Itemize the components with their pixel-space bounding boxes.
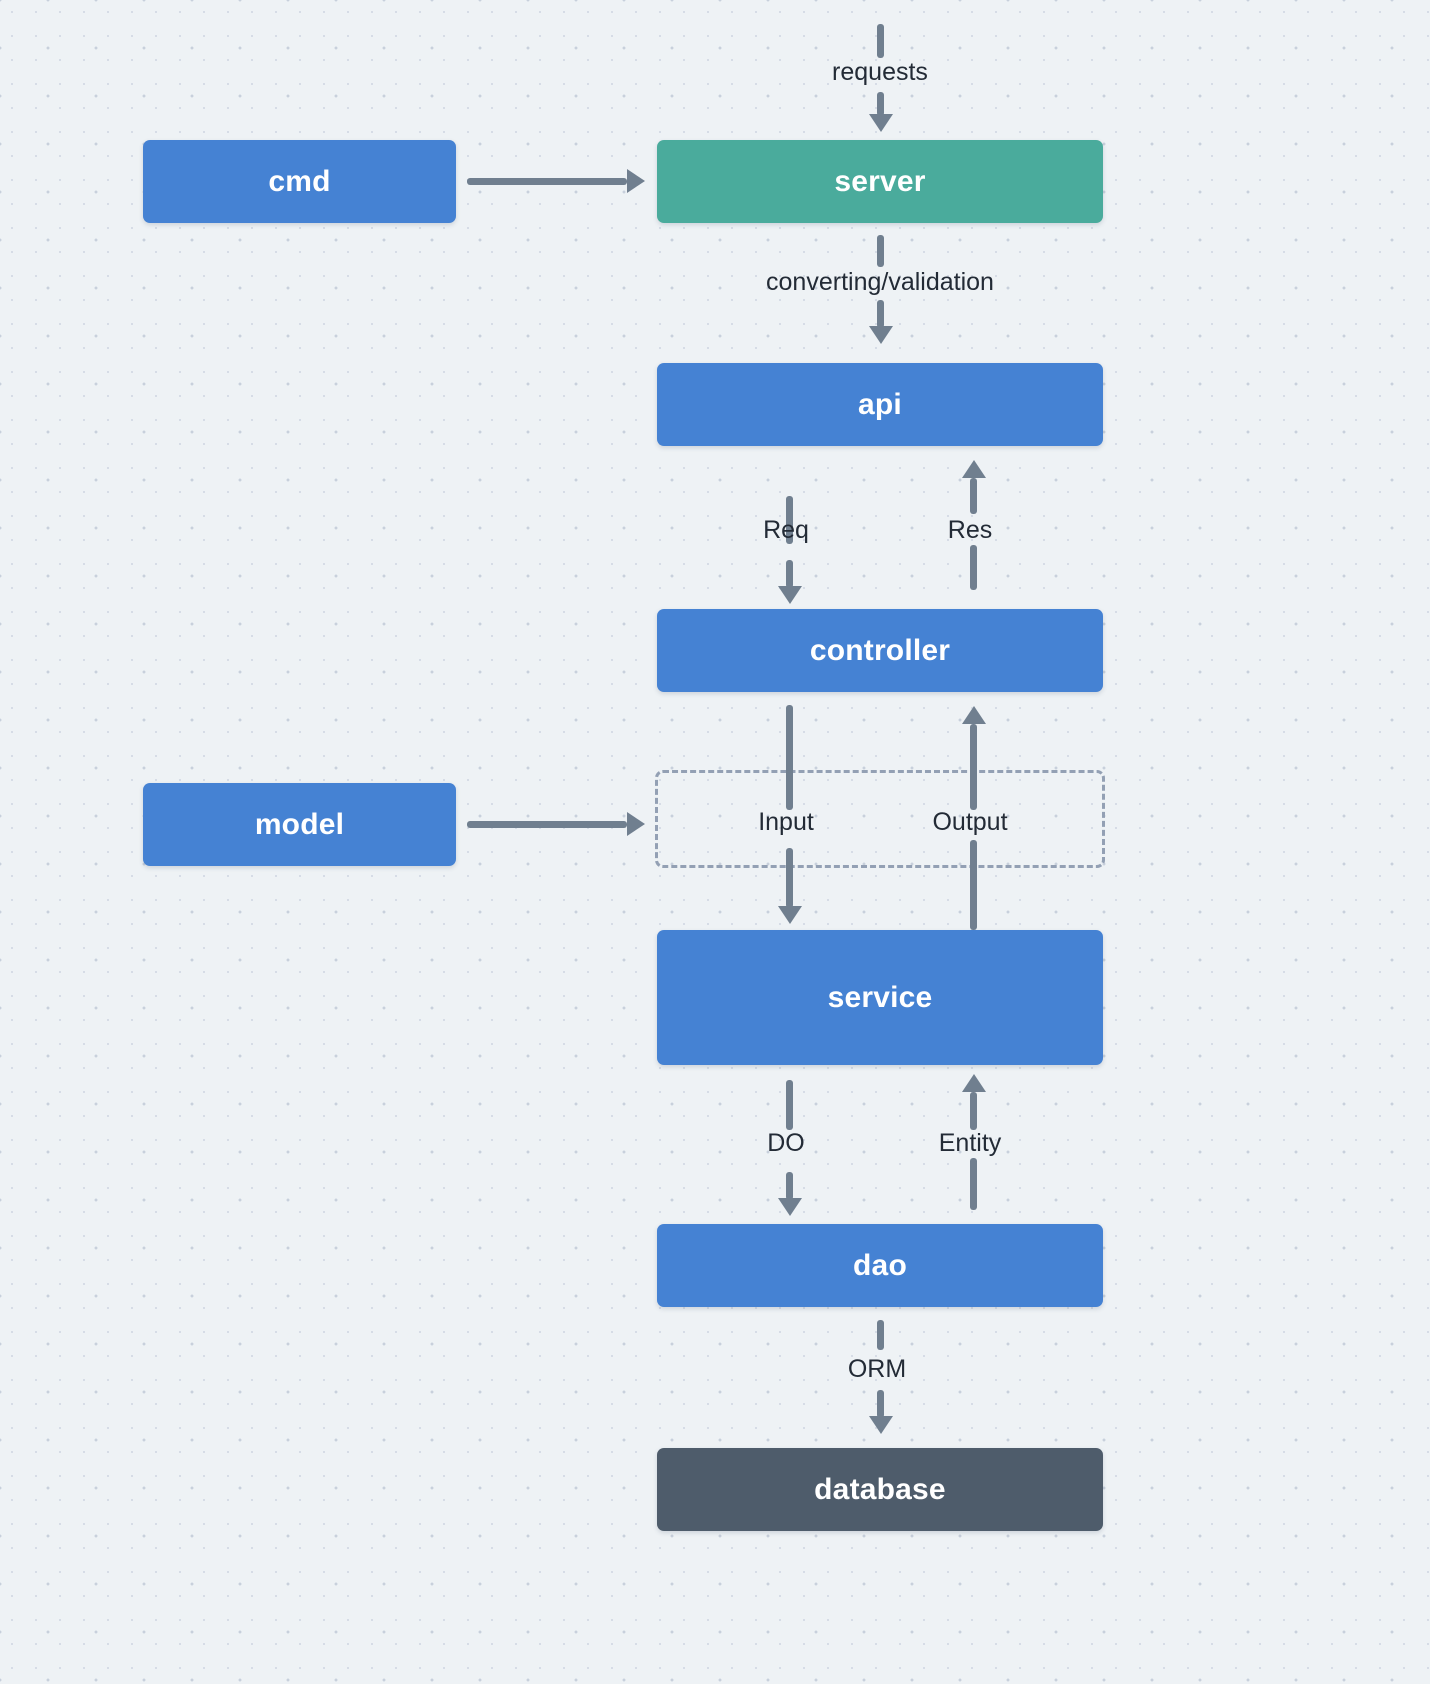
edge-entity-stem-lower (970, 1158, 977, 1210)
edge-res-stem-upper (970, 478, 977, 514)
edge-requests-arrowhead-down-icon (869, 114, 893, 132)
edge-label-output: Output (932, 808, 1008, 836)
node-service-label: service (827, 980, 933, 1014)
edge-entity-stem-upper (970, 1092, 977, 1130)
edge-input-stem-lower (786, 848, 793, 908)
edge-label-converting-validation: converting/validation (766, 268, 994, 296)
node-server-label: server (834, 164, 926, 198)
edge-label-orm: ORM (847, 1355, 907, 1383)
edge-cmd-server-arrowhead-right-icon (627, 169, 645, 193)
edge-convert-arrowhead-down-icon (869, 326, 893, 344)
edge-res-arrowhead-up-icon (962, 460, 986, 478)
node-cmd[interactable]: cmd (143, 140, 456, 223)
edge-label-req: Req (763, 516, 809, 544)
edge-label-res: Res (947, 516, 993, 544)
node-controller[interactable]: controller (657, 609, 1103, 692)
edge-convert-stem-upper (877, 235, 884, 267)
node-model[interactable]: model (143, 783, 456, 866)
edge-cmd-server-stem (467, 178, 627, 185)
edge-do-arrowhead-down-icon (778, 1198, 802, 1216)
edge-model-stem (467, 821, 627, 828)
edge-requests-stem-upper (877, 24, 884, 58)
edge-input-arrowhead-down-icon (778, 906, 802, 924)
edge-orm-stem-upper (877, 1320, 884, 1350)
edge-req-stem-lower (786, 560, 793, 588)
node-api-label: api (858, 387, 902, 421)
edge-req-arrowhead-down-icon (778, 586, 802, 604)
node-api[interactable]: api (657, 363, 1103, 446)
edge-label-entity: Entity (938, 1129, 1002, 1157)
group-dto-dashed-boundary (655, 770, 1105, 868)
node-service[interactable]: service (657, 930, 1103, 1065)
edge-requests-stem-lower (877, 92, 884, 116)
edge-orm-stem-lower (877, 1390, 884, 1418)
edge-convert-stem-lower (877, 300, 884, 328)
node-dao[interactable]: dao (657, 1224, 1103, 1307)
node-cmd-label: cmd (268, 164, 331, 198)
edge-res-stem-lower (970, 545, 977, 590)
edge-do-stem-lower (786, 1172, 793, 1200)
edge-orm-arrowhead-down-icon (869, 1416, 893, 1434)
edge-req-stem-upper (786, 496, 793, 544)
node-database[interactable]: database (657, 1448, 1103, 1531)
edge-output-stem-lower (970, 840, 977, 930)
node-dao-label: dao (853, 1248, 907, 1282)
edge-do-stem-upper (786, 1080, 793, 1130)
edge-input-stem-upper (786, 705, 793, 810)
edge-model-arrowhead-right-icon (627, 812, 645, 836)
node-database-label: database (814, 1472, 946, 1506)
edge-output-arrowhead-up-icon (962, 706, 986, 724)
node-server[interactable]: server (657, 140, 1103, 223)
edge-label-requests: requests (832, 58, 928, 86)
node-controller-label: controller (809, 633, 951, 667)
edge-entity-arrowhead-up-icon (962, 1074, 986, 1092)
edge-label-input: Input (758, 808, 814, 836)
edge-label-do: DO (767, 1129, 805, 1157)
edge-output-stem-upper (970, 724, 977, 810)
node-model-label: model (254, 807, 345, 841)
